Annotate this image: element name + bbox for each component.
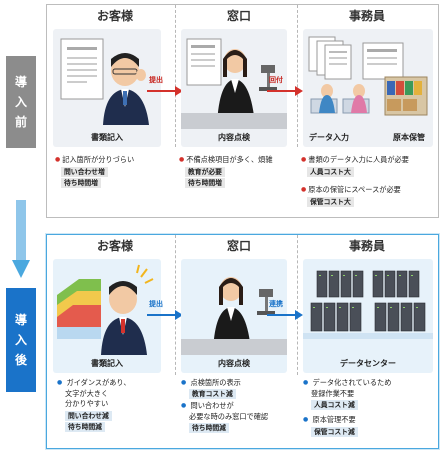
before-panel: お客様 窓口 事務員 書類記入 (46, 4, 439, 218)
tag-badge: 教育が必要 (185, 167, 225, 177)
desk-check-scene: 内容点検 (181, 29, 287, 147)
reception-staff-illustration-icon (181, 277, 287, 355)
data-entry-label: データ入力 (309, 133, 349, 142)
column-divider (175, 5, 176, 147)
before-clerk-note-1: 書類のデータ入力に人員が必要 (301, 155, 437, 166)
column-header-desk: 窓口 (226, 9, 251, 23)
data-center-label: データセンター (340, 359, 396, 368)
before-label-char: 導 (14, 75, 27, 89)
after-clerk-note-2: 原本管理不要 (303, 415, 437, 426)
submit-flow-label: 提出 (149, 76, 163, 84)
desk-check-scene: 内容点検 (181, 259, 287, 373)
submit-arrow-icon (147, 86, 183, 96)
guided-form-illustration-icon (57, 264, 154, 355)
before-customer-tags: 問い合わせ増 待ち時間増 (61, 166, 108, 188)
server-rack-illustration-icon (303, 270, 433, 339)
note-line: ガイダンスがあり、 (66, 378, 131, 387)
after-desk-note-2: 問い合わせが 必要な時のみ窓口で確認 (181, 401, 297, 422)
before-label-char: 前 (14, 115, 27, 129)
tag-badge: 待ち時間増 (61, 178, 101, 188)
tag-badge: 問い合わせ減 (65, 411, 112, 421)
before-label-char: 入 (14, 95, 27, 109)
after-label-char: 入 (14, 333, 27, 347)
before-clerk-tag-2: 保管コスト大 (307, 196, 354, 207)
tag-badge: 待ち時間増 (185, 178, 225, 188)
customer-writing-scene: 書類記入 (53, 29, 161, 147)
note-line: 問い合わせが (190, 401, 234, 410)
form-writing-illustration-icon (60, 38, 149, 125)
note-line: 点検箇所の表示 (190, 378, 241, 387)
tag-badge: 人員コスト大 (307, 167, 354, 177)
submit-flow-label: 提出 (149, 300, 163, 308)
link-flow-label: 連携 (269, 300, 283, 308)
data-center-scene: データセンター (303, 259, 433, 373)
transition-arrow-icon (12, 200, 30, 278)
note-line: 分かりやすい (65, 399, 109, 408)
column-divider (297, 5, 298, 147)
column-header-clerk: 事務員 (348, 9, 385, 23)
before-clerk-tag-1: 人員コスト大 (307, 166, 354, 177)
column-divider (297, 235, 298, 375)
after-clerk-note-1: データ化されているため 登録作業不要 (303, 378, 437, 399)
after-customer-note: ガイダンスがあり、 文字が大きく 分かりやすい (57, 378, 173, 409)
reception-staff-illustration-icon (181, 38, 287, 129)
column-divider (175, 235, 176, 375)
submit-arrow-icon (147, 310, 183, 320)
note-line: 登録作業不要 (311, 389, 355, 398)
customer-guided-writing-scene: 書類記入 (53, 259, 161, 373)
before-desk-tags: 教育が必要 待ち時間増 (185, 166, 225, 188)
column-header-customer: お客様 (96, 9, 133, 23)
column-header-desk: 窓口 (226, 239, 251, 253)
after-label-char: 後 (14, 353, 27, 367)
note-line: 原本管理不要 (312, 415, 356, 424)
clerk-office-scene: データ入力 原本保管 (303, 29, 433, 147)
before-desk-note: 不備点検項目が多く、煩雑 (179, 155, 297, 166)
after-label-char: 導 (14, 313, 27, 327)
after-clerk-tag-2: 保管コスト減 (311, 426, 358, 437)
link-arrow-icon (267, 310, 303, 320)
customer-scene-label: 書類記入 (91, 133, 123, 142)
after-desk-tag-1: 教育コスト減 (189, 388, 236, 399)
tag-badge: 保管コスト大 (307, 197, 354, 207)
note-line: データ化されているため (312, 378, 392, 387)
after-customer-tags: 問い合わせ減 待ち時間減 (65, 410, 112, 432)
after-side-label: 導 入 後 (6, 288, 36, 392)
customer-scene-label: 書類記入 (91, 359, 123, 368)
column-header-customer: お客様 (96, 239, 133, 253)
tag-badge: 待ち時間減 (189, 423, 229, 433)
column-header-clerk: 事務員 (348, 239, 385, 253)
after-panel: お客様 窓口 事務員 書類記入 提出 (46, 234, 439, 449)
before-customer-note: 記入箇所が分りづらい (55, 155, 173, 166)
after-desk-tag-2: 待ち時間減 (189, 422, 229, 433)
note-line: 文字が大きく (65, 389, 109, 398)
desk-scene-label: 内容点検 (218, 133, 250, 142)
tag-badge: 教育コスト減 (189, 389, 236, 399)
note-line: 必要な時のみ窓口で確認 (189, 412, 269, 421)
tag-badge: 人員コスト減 (311, 400, 358, 410)
tag-badge: 問い合わせ増 (61, 167, 108, 177)
after-clerk-tag-1: 人員コスト減 (311, 399, 358, 410)
clerk-office-illustration-icon (308, 36, 428, 116)
before-side-label: 導 入 前 (6, 56, 36, 148)
tag-badge: 保管コスト減 (311, 427, 358, 437)
tag-badge: 待ち時間減 (65, 422, 105, 432)
desk-scene-label: 内容点検 (218, 359, 250, 368)
route-flow-label: 回付 (269, 76, 283, 84)
after-desk-note-1: 点検箇所の表示 (181, 378, 297, 389)
before-clerk-note-2: 原本の保管にスペースが必要 (301, 185, 437, 196)
original-storage-label: 原本保管 (393, 133, 425, 142)
route-arrow-icon (267, 86, 303, 96)
